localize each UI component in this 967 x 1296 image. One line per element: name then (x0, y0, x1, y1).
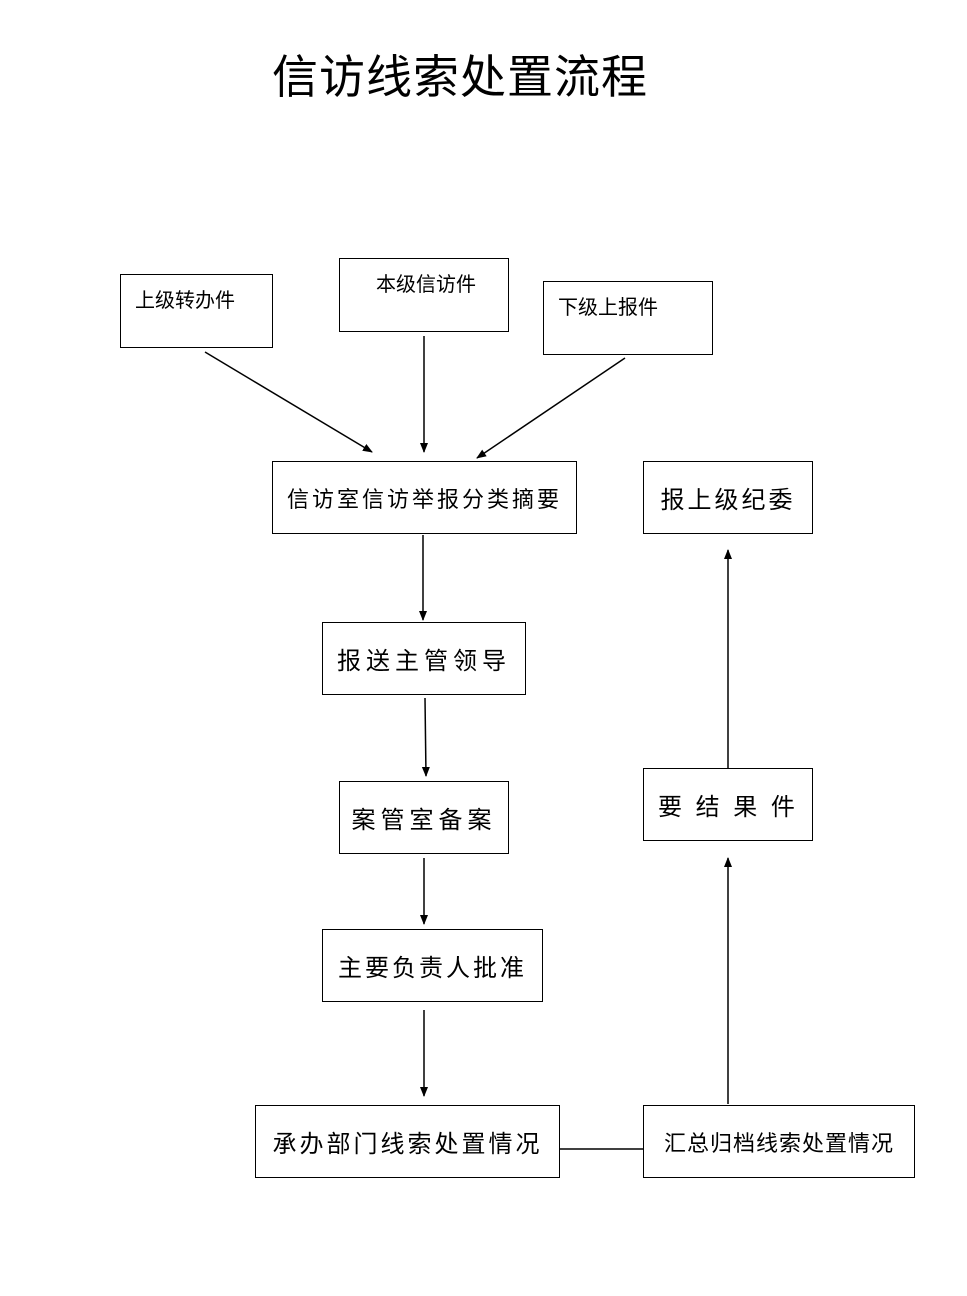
node-summary-archive: 汇总归档线索处置情况 (643, 1105, 915, 1178)
node-department-handling: 承办部门线索处置情况 (255, 1105, 560, 1178)
node-department-handling-label: 承办部门线索处置情况 (272, 1130, 543, 1158)
node-result-required: 要 结 果 件 (643, 768, 813, 841)
node-report-superior-commission-label: 报上级纪委 (660, 486, 796, 514)
arrow-leader-to-registration (421, 697, 430, 777)
node-chief-approval-label: 主要负责人批准 (338, 954, 527, 982)
node-local-petition-label: 本级信访件 (376, 272, 476, 296)
node-chief-approval: 主要负责人批准 (322, 929, 543, 1002)
node-result-required-label: 要 结 果 件 (658, 793, 798, 821)
node-subordinate-report-label: 下级上报件 (558, 295, 658, 319)
node-classify-summarize: 信访室信访举报分类摘要 (272, 461, 577, 534)
arrow-subordinate-to-classify (476, 357, 626, 459)
node-case-registration-label: 案管室备案 (351, 806, 497, 834)
arrow-superior-to-classify (204, 351, 373, 453)
node-report-to-leader: 报送主管领导 (322, 622, 526, 695)
node-local-petition: 本级信访件 (339, 258, 509, 332)
node-classify-summarize-label: 信访室信访举报分类摘要 (286, 487, 562, 513)
node-subordinate-report: 下级上报件 (543, 281, 713, 355)
node-summary-archive-label: 汇总归档线索处置情况 (663, 1131, 894, 1157)
node-report-to-leader-label: 报送主管领导 (337, 647, 511, 675)
node-case-registration: 案管室备案 (339, 781, 509, 854)
node-superior-transfer-label: 上级转办件 (135, 288, 235, 312)
page-title: 信访线索处置流程 (272, 50, 648, 104)
node-report-superior-commission: 报上级纪委 (643, 461, 813, 534)
node-superior-transfer: 上级转办件 (120, 274, 273, 348)
